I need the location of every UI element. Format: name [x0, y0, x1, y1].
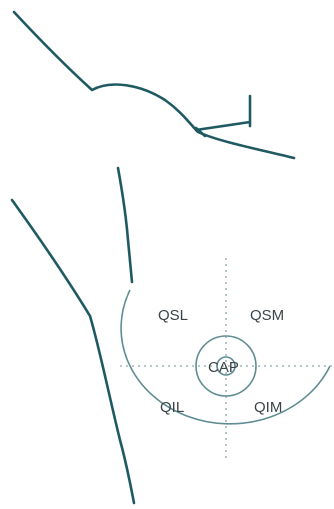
left-side-outline [12, 200, 134, 503]
label-qsl: QSL [158, 307, 188, 324]
shoulder-outline [14, 12, 294, 158]
bracket-mark [196, 96, 250, 130]
label-cap: CAP [208, 359, 239, 376]
label-qsm: QSM [250, 307, 284, 324]
label-qim: QIM [254, 399, 282, 416]
axilla-line [118, 168, 132, 282]
label-qil: QIL [160, 399, 184, 416]
